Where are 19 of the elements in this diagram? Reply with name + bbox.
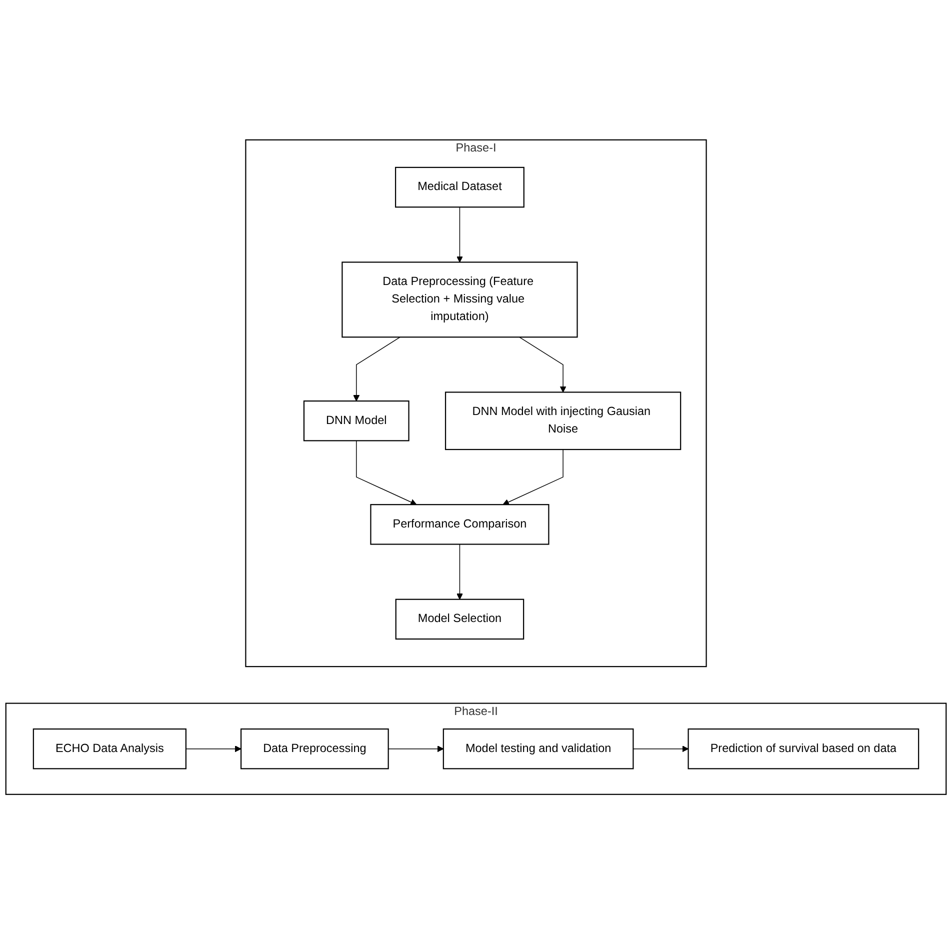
arrow xyxy=(518,337,566,393)
arrow xyxy=(456,544,463,600)
node-box: DNN Model xyxy=(303,400,410,442)
node-box: Data Preprocessing xyxy=(240,728,389,770)
arrow xyxy=(356,440,417,506)
node-box: Medical Dataset xyxy=(395,167,524,208)
arrow xyxy=(388,746,444,752)
node-box: Model testing and validation xyxy=(442,728,634,770)
node-box: Model Selection xyxy=(395,599,524,640)
arrow xyxy=(186,746,242,752)
arrow xyxy=(502,450,564,506)
node-box: ECHO Data Analysis xyxy=(32,728,186,770)
node-box: Performance Comparison xyxy=(370,504,550,546)
node-box: DNN Model with injecting Gausian Noise xyxy=(444,392,682,450)
arrow xyxy=(353,337,401,402)
arrow xyxy=(456,207,463,263)
arrow xyxy=(632,746,689,752)
node-box: Data Preprocessing (Feature Selection + Missing value imputation) xyxy=(342,262,578,338)
node-box: Prediction of survival based on data xyxy=(688,728,920,770)
